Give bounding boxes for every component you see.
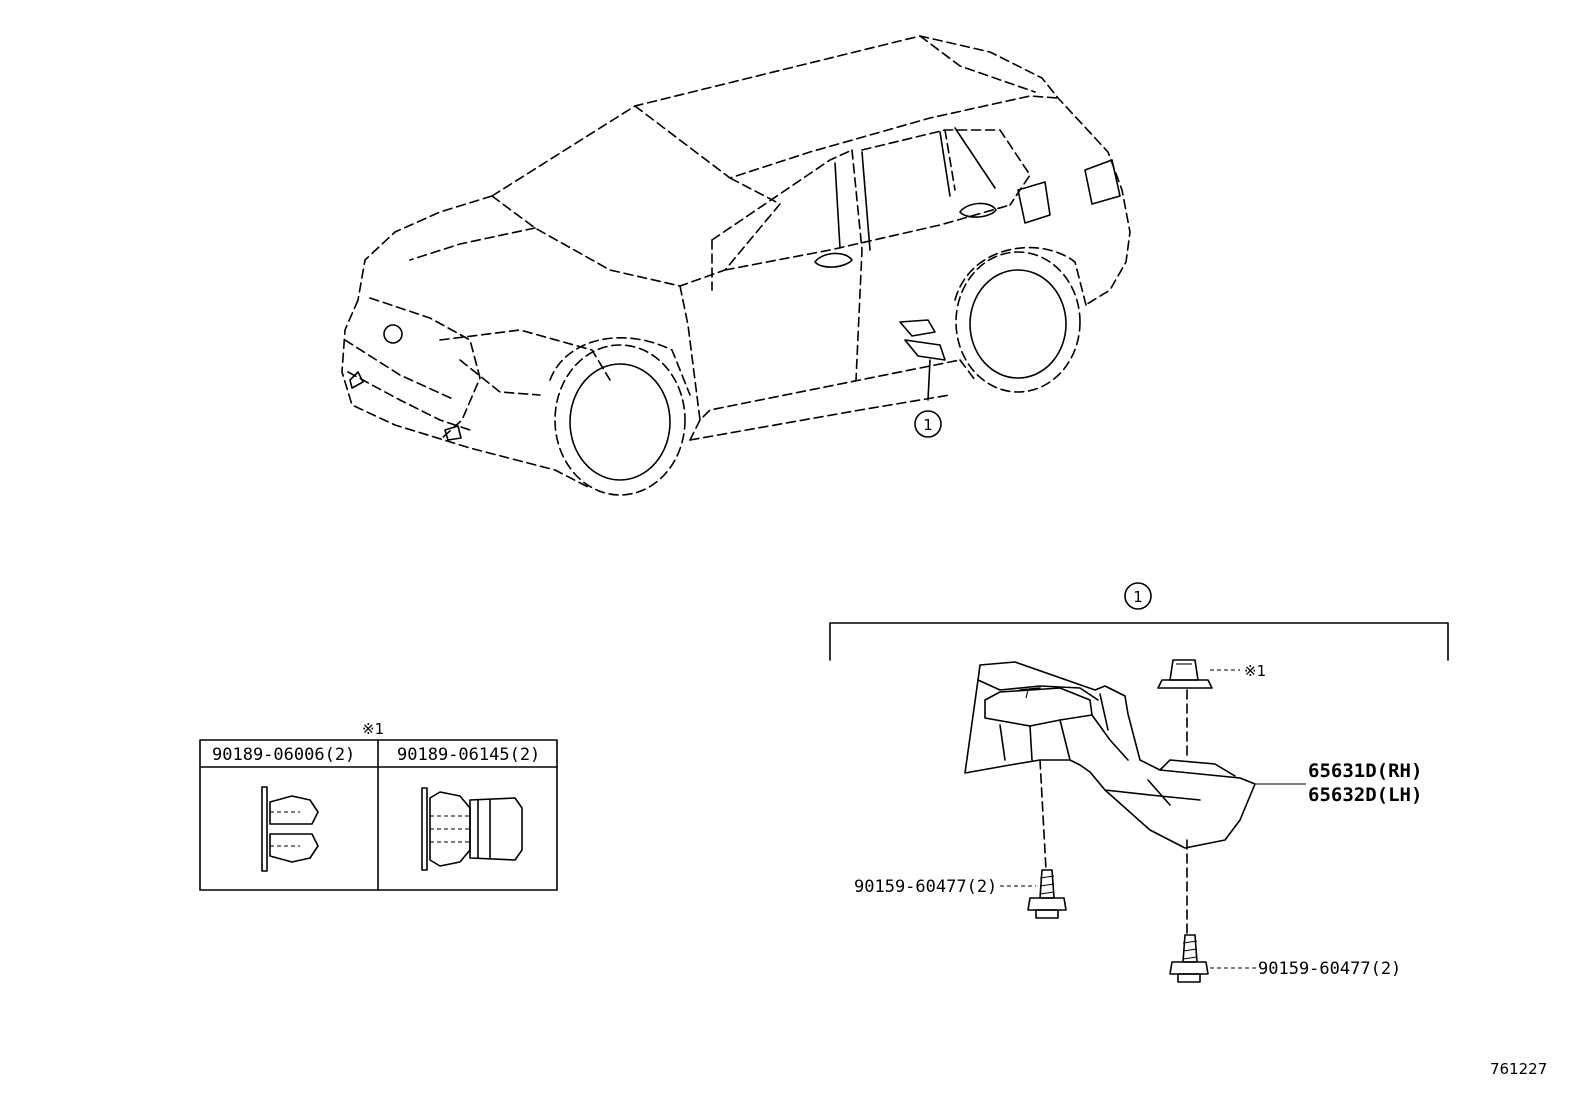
screw-left-label: 90159-60477(2)	[854, 877, 997, 897]
vehicle-callout-1: 1	[914, 410, 942, 438]
clip-note: ※1	[1244, 662, 1266, 680]
vehicle-outline	[341, 35, 1131, 496]
svg-text:1: 1	[1133, 588, 1143, 606]
clip-90189-06145-drawing	[421, 787, 523, 871]
screw-left-part	[1027, 869, 1067, 919]
assembly-bracket	[829, 622, 1449, 661]
table-col-2-header: 90189-06145(2)	[397, 745, 540, 765]
mud-guard-lh-label: 65632D(LH)	[1308, 784, 1422, 806]
clip-table	[199, 739, 558, 891]
figure-number: 761227	[1490, 1060, 1547, 1078]
assembly-callout-1: 1	[1124, 582, 1152, 610]
screw-right-part	[1169, 934, 1209, 983]
screw-right-label: 90159-60477(2)	[1258, 959, 1401, 979]
mud-guard-rh-label: 65631D(RH)	[1308, 760, 1422, 782]
left-screw-alignment-line	[1039, 759, 1047, 871]
clip-90189-06006-drawing	[261, 786, 319, 872]
clip-part	[1157, 659, 1213, 689]
table-col-1-header: 90189-06006(2)	[212, 745, 355, 765]
svg-text:1: 1	[923, 416, 933, 434]
table-note: ※1	[362, 720, 384, 738]
mud-guard-drawing	[964, 661, 1256, 849]
